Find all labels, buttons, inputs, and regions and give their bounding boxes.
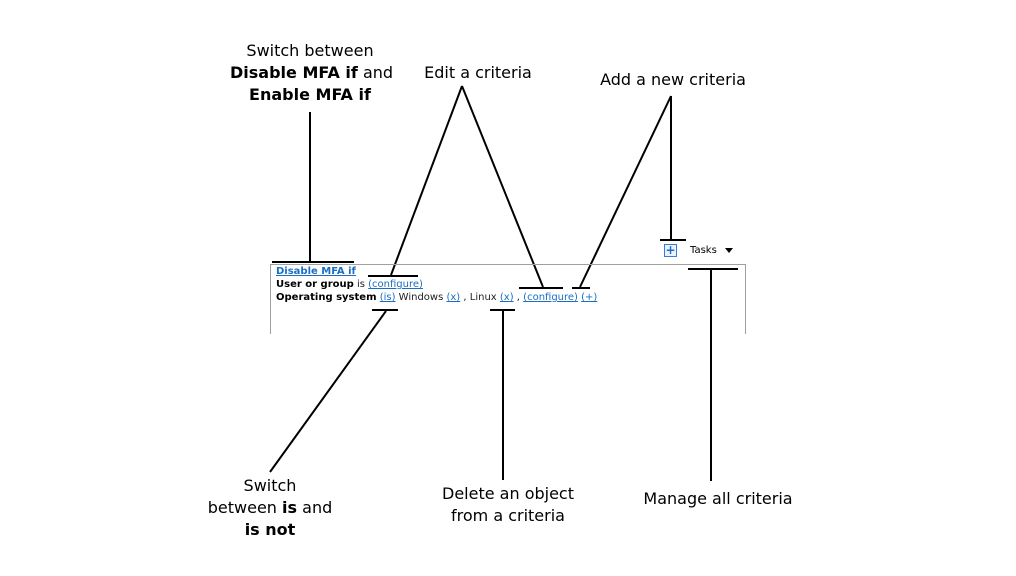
annotation-and-text: and xyxy=(357,63,394,82)
tasks-label: Tasks xyxy=(690,245,717,256)
configure-link-os[interactable]: (configure) xyxy=(523,292,578,303)
remove-linux-link[interactable]: (x) xyxy=(499,292,514,303)
separator-text: , xyxy=(513,292,524,303)
annotation-edit-criteria: Edit a criteria xyxy=(424,63,532,82)
criteria-verb-is: is xyxy=(353,279,369,290)
annotation-is-not-line1: Switch xyxy=(243,476,297,495)
criteria-row-user-group: User or group is (configure) xyxy=(276,278,423,291)
annotation-enable-mfa-text: Enable MFA if xyxy=(249,85,371,104)
annotation-is-text: is xyxy=(282,498,298,517)
annotation-and-text-2: and xyxy=(297,498,333,517)
criteria-panel xyxy=(270,264,746,334)
is-toggle-link[interactable]: (is) xyxy=(379,292,396,303)
annotation-delete-object: Delete an object from a criteria xyxy=(438,483,578,527)
annotation-delete-line2: from a criteria xyxy=(451,506,565,525)
chevron-down-icon xyxy=(724,247,733,253)
annotation-switch-is-not: Switch between is and is not xyxy=(205,475,335,541)
annotation-between-text: between xyxy=(207,498,283,517)
annotation-disable-mfa-text: Disable MFA if xyxy=(230,63,358,82)
annotation-switch-mode-line1: Switch between xyxy=(246,41,374,60)
annotation-delete-line1: Delete an object xyxy=(442,484,574,503)
annotation-add-criteria: Add a new criteria xyxy=(600,70,746,89)
tasks-menu-button[interactable]: Tasks xyxy=(690,245,733,257)
annotation-switch-mode: Switch between Disable MFA if and Enable… xyxy=(230,40,394,106)
disable-mfa-link[interactable]: Disable MFA if xyxy=(276,266,356,277)
line-edit-1 xyxy=(390,85,463,276)
line-add-2 xyxy=(579,95,672,288)
add-criteria-button[interactable]: + xyxy=(664,243,677,257)
criteria-label-os: Operating system xyxy=(276,292,377,303)
criteria-label-user-group: User or group xyxy=(276,279,354,290)
line-edit-2 xyxy=(461,85,544,288)
annotation-is-not-text: is not xyxy=(244,520,296,539)
criteria-row-os: Operating system (is) Windows (x) , Linu… xyxy=(276,291,597,304)
configure-link-user-group[interactable]: (configure) xyxy=(368,279,423,290)
os-item-windows: Windows xyxy=(395,292,447,303)
add-object-link[interactable]: (+) xyxy=(581,292,598,303)
line-is-not xyxy=(269,310,387,473)
os-item-linux: , Linux xyxy=(460,292,500,303)
remove-windows-link[interactable]: (x) xyxy=(446,292,461,303)
annotation-manage-criteria: Manage all criteria xyxy=(643,489,793,508)
